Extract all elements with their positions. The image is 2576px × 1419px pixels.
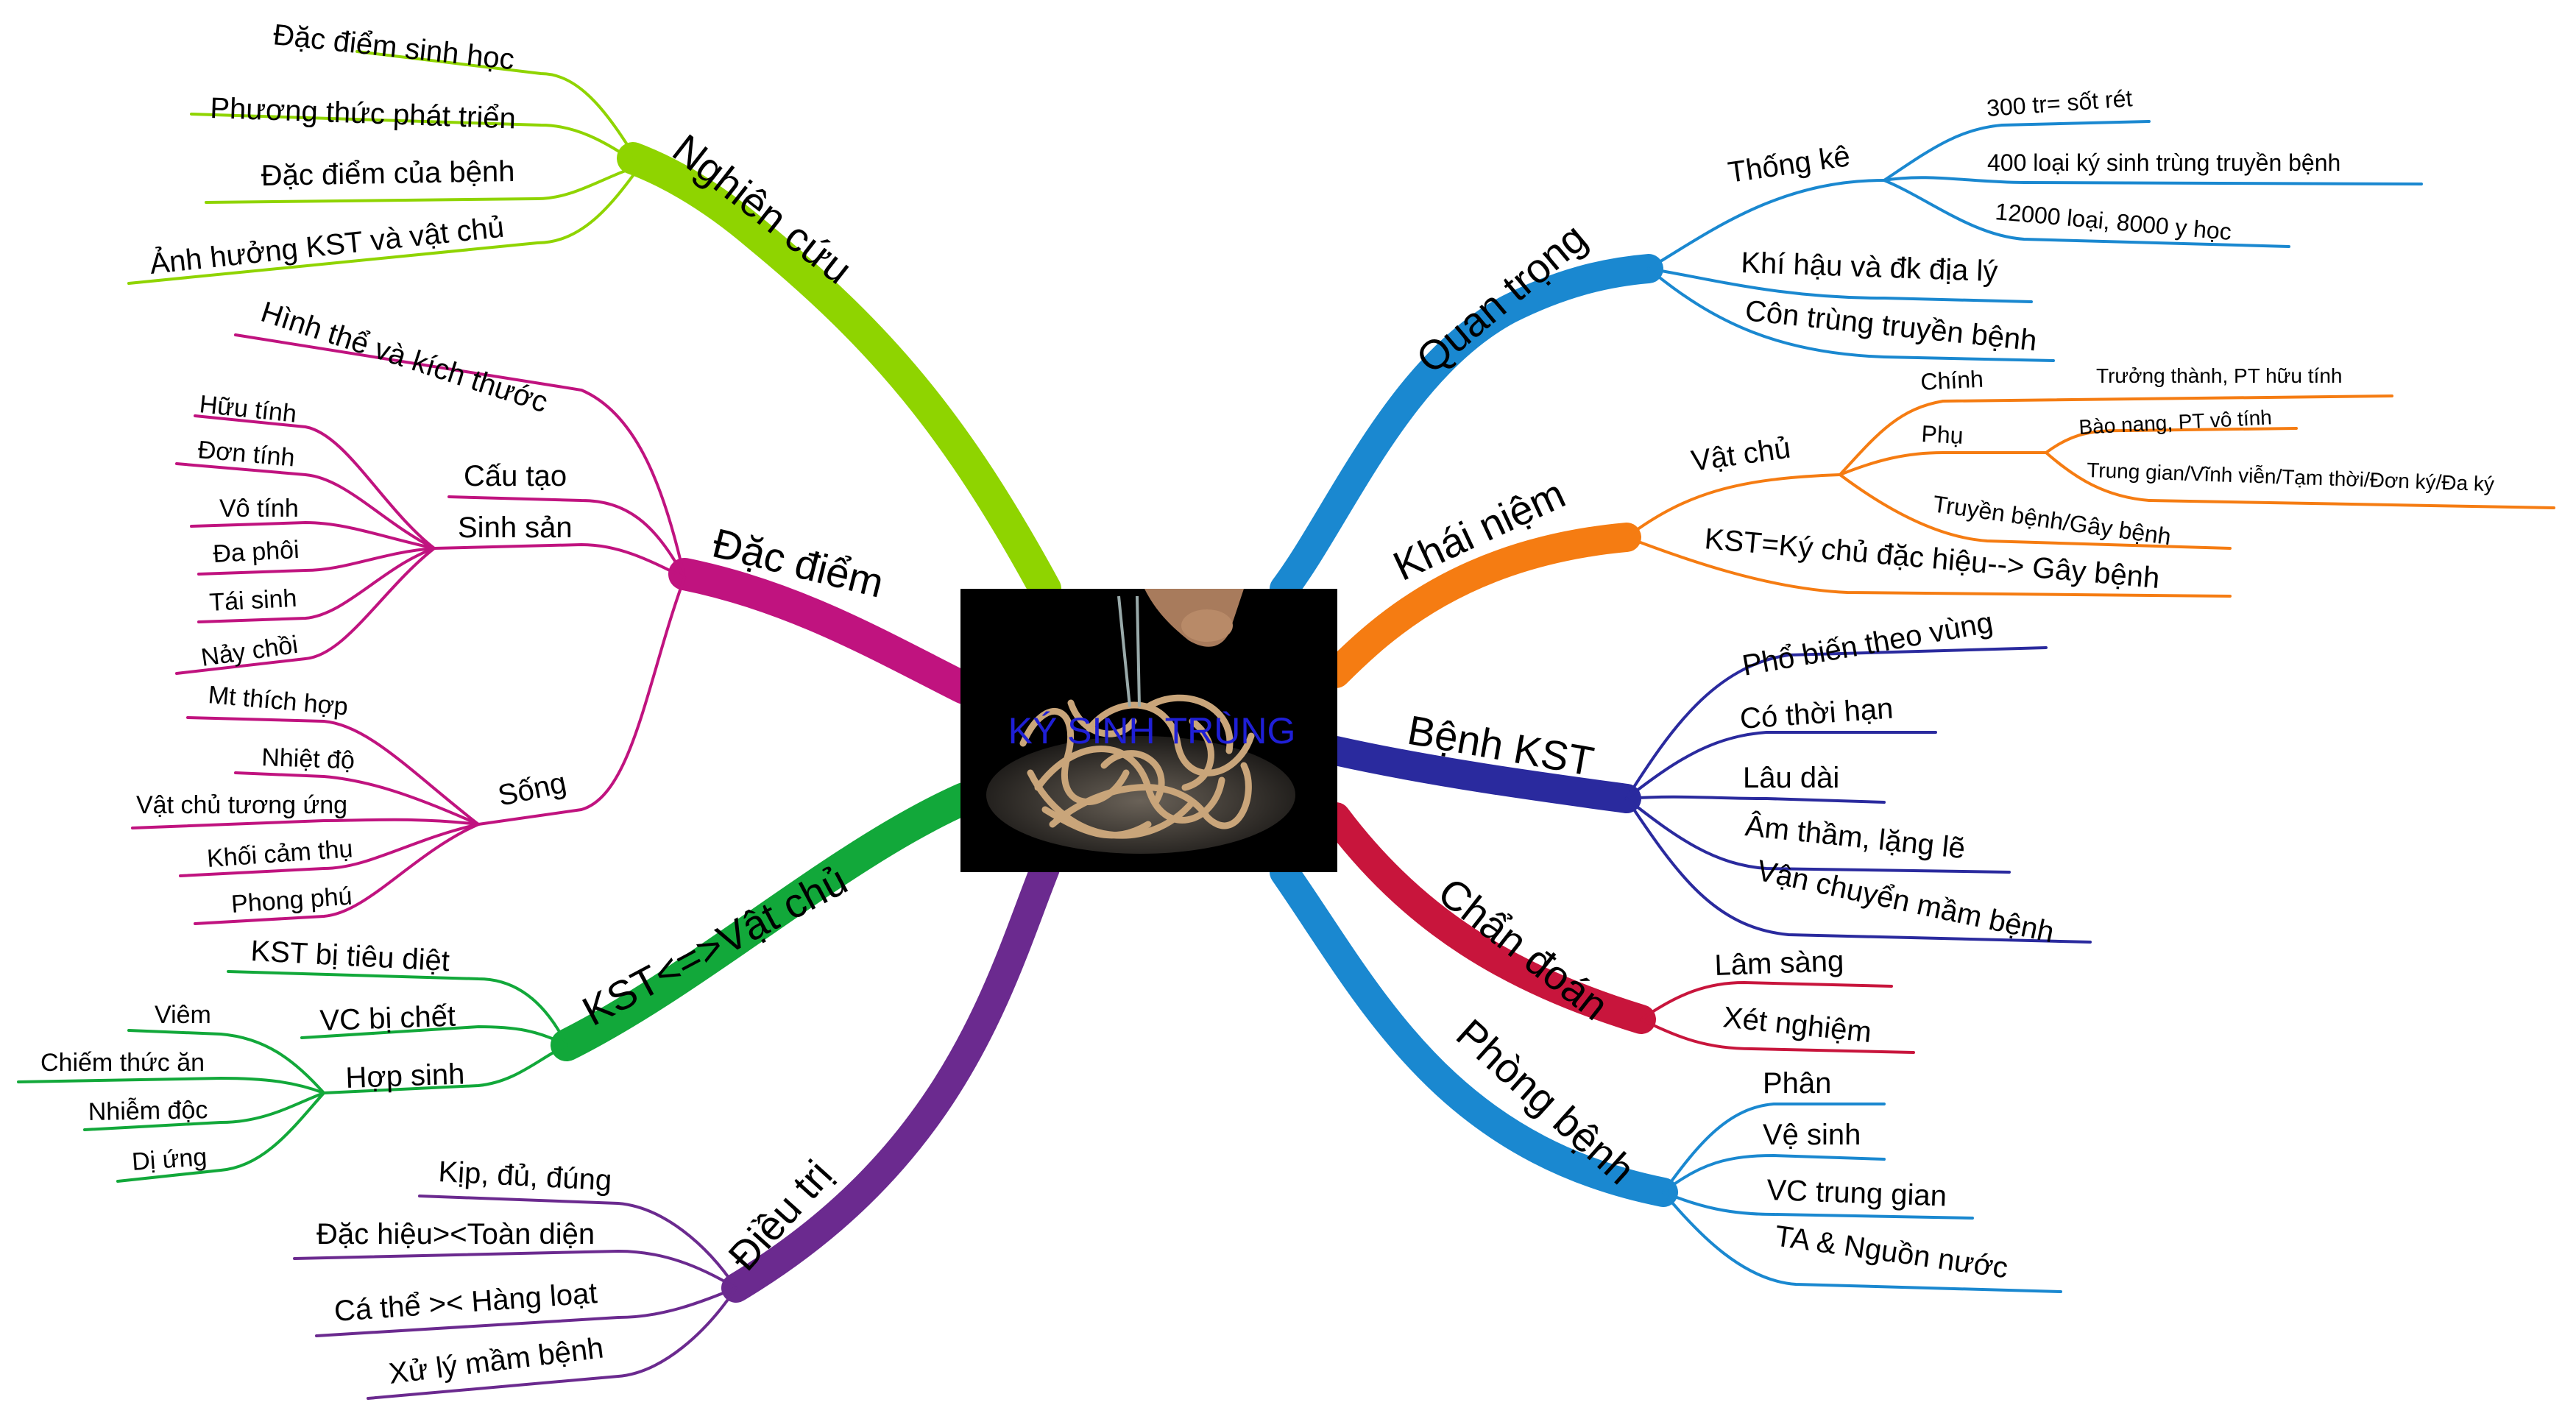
item-thong-ke: Thống kê [1726, 140, 1852, 189]
item-chinh: Chính [1919, 366, 1984, 395]
item-mt-thich-hop: Mt thích hợp [207, 681, 349, 721]
item-sinh-san: Sinh sản [458, 512, 573, 544]
item-viem: Viêm [155, 1001, 211, 1029]
item-vc-bi-chet: VC bị chết [319, 1000, 456, 1037]
branch-phong-benh [1270, 857, 1678, 1207]
item-trung-gian: Trung gian/Vĩnh viễn/Tạm thời/Đơn ký/Đa … [2087, 459, 2495, 495]
branch-dac-diem [668, 558, 980, 704]
hand-shape [1117, 589, 1244, 707]
item-kst-bi-tieu-diet: KST bị tiêu diệt [250, 935, 450, 977]
item-hinh-the: Hình thể và kích thước [257, 296, 551, 419]
benh-kst-items: Phổ biến theo vùng Có thời hạn Lâu dài Â… [1739, 606, 2057, 949]
dieu-tri-items: Kịp, đủ, đúng Đặc hiệu><Toàn diện Cá thể… [316, 1156, 612, 1390]
item-phuong-thuc: Phương thức phát triển [210, 92, 517, 135]
item-co-thoi-han: Có thời hạn [1739, 693, 1894, 735]
label-nghien-cuu: Nghiên cứu [665, 125, 861, 293]
item-ve-sinh: Vệ sinh [1763, 1119, 1861, 1151]
item-da-phoi: Đa phôi [212, 536, 300, 568]
branch-chan-doan [1321, 802, 1656, 1034]
item-pho-bien: Phổ biến theo vùng [1740, 606, 1995, 682]
item-hop-sinh: Hợp sinh [345, 1058, 465, 1094]
item-dac-diem-sinh-hoc: Đặc điểm sinh học [272, 18, 516, 76]
label-kst-vat-chu: KST<=>Vật chủ [575, 857, 854, 1035]
item-truong-thanh: Trưởng thành, PT hữu tính [2096, 364, 2342, 387]
item-bao-nang: Bào nang, PT vô tính [2078, 406, 2273, 439]
item-dac-hieu: Đặc hiệu><Toàn diện [316, 1218, 595, 1250]
item-ta-nguon-nuoc: TA & Nguồn nước [1773, 1220, 2010, 1284]
branch-benh-kst [1321, 736, 1641, 813]
item-cau-tao: Cấu tạo [464, 460, 567, 492]
item-xet-nghiem: Xét nghiệm [1722, 1001, 1873, 1049]
branch-nghien-cuu [617, 142, 1061, 605]
item-di-ung: Dị ứng [131, 1143, 208, 1176]
center-title: KÝ SINH TRÙNG [1008, 710, 1296, 751]
worms-photo [1019, 694, 1255, 839]
item-tai-sinh: Tái sinh [208, 584, 297, 617]
item-chiem-thuc-an: Chiếm thức ăn [40, 1049, 205, 1077]
item-vat-chu: Vật chủ [1689, 431, 1792, 477]
phong-benh-items: Phân Vệ sinh VC trung gian TA & Nguồn nư… [1763, 1067, 2010, 1284]
item-400-loai: 400 loại ký sinh trùng truyền bệnh [1987, 149, 2340, 176]
item-vo-tinh: Vô tính [219, 495, 299, 523]
item-kip-du-dung: Kịp, đủ, đúng [438, 1156, 613, 1197]
branch-quan-trong [1270, 254, 1663, 604]
nghien-cuu-items: Đặc điểm sinh học Phương thức phát triển… [148, 18, 516, 280]
kst-vat-chu-items: KST bị tiêu diệt VC bị chết Hợp sinh Viê… [40, 935, 465, 1176]
center-image: KÝ SINH TRÙNG [960, 589, 1337, 872]
item-nhiem-doc: Nhiễm độc [88, 1096, 208, 1126]
item-song: Sống [495, 766, 570, 812]
branch-dieu-tri [721, 854, 1060, 1303]
item-lau-dai: Lâu dài [1743, 762, 1839, 794]
main-branches [551, 142, 1678, 1303]
branch-khai-niem [1321, 523, 1641, 688]
item-con-trung: Côn trùng truyền bệnh [1744, 294, 2038, 357]
branch-kst-vat-chu [551, 782, 980, 1061]
item-anh-huong: Ảnh hưởng KST và vật chủ [148, 210, 506, 280]
item-vc-trung-gian: VC trung gian [1766, 1174, 1947, 1213]
item-dac-diem-benh: Đặc điểm của bệnh [261, 155, 514, 192]
item-phu: Phụ [1921, 420, 1964, 449]
item-lam-sang: Lâm sàng [1714, 945, 1844, 982]
item-vat-chu-tuong-ung: Vật chủ tương ứng [136, 791, 347, 819]
item-nhiet-do: Nhiệt độ [261, 743, 355, 774]
sub-branches [17, 50, 2555, 1400]
item-huu-tinh: Hữu tính [198, 390, 298, 428]
chan-doan-items: Lâm sàng Xét nghiệm [1714, 945, 1873, 1049]
item-phan: Phân [1763, 1067, 1831, 1100]
item-khi-hau: Khí hậu và đk địa lý [1741, 247, 1998, 288]
item-am-tham: Âm thầm, lặng lẽ [1744, 809, 1967, 865]
item-300tr: 300 tr= sốt rét [1986, 85, 2133, 121]
